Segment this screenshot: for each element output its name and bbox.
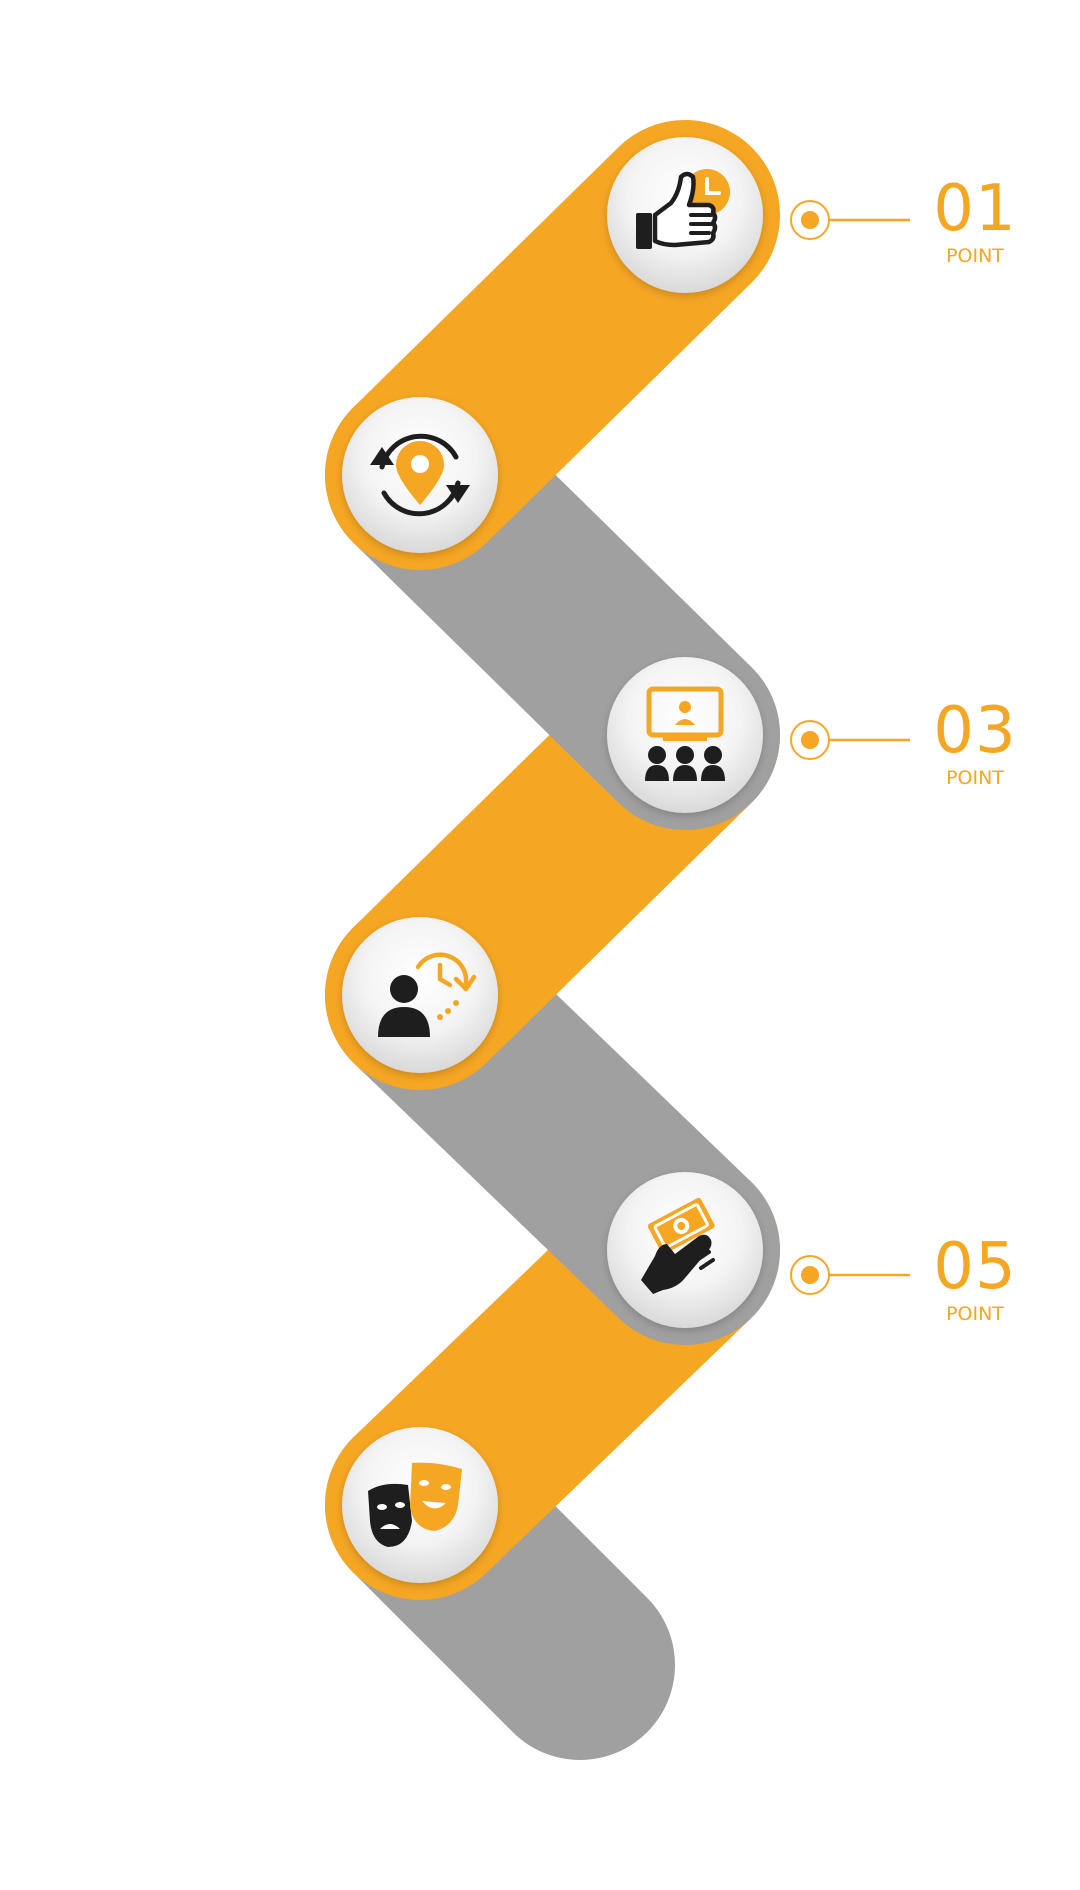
hand-money-icon xyxy=(641,1197,715,1294)
label-text-1: POINT xyxy=(946,245,1004,267)
thumbs-up-clock-icon xyxy=(636,169,730,249)
label-number-3: 03 xyxy=(933,694,1016,768)
location-refresh-icon xyxy=(370,433,470,517)
step-circle-4 xyxy=(342,917,498,1073)
label-text-5: POINT xyxy=(946,1303,1004,1325)
label-number-1: 01 xyxy=(933,172,1016,246)
presentation-audience-icon xyxy=(645,686,725,781)
label-number-5: 05 xyxy=(933,1230,1016,1304)
theater-masks-icon xyxy=(368,1462,462,1547)
label-connector-5 xyxy=(790,1255,910,1295)
label-connector-1 xyxy=(790,200,910,240)
label-text-3: POINT xyxy=(946,767,1004,789)
label-connector-3 xyxy=(790,720,910,760)
person-time-icon xyxy=(378,952,477,1037)
